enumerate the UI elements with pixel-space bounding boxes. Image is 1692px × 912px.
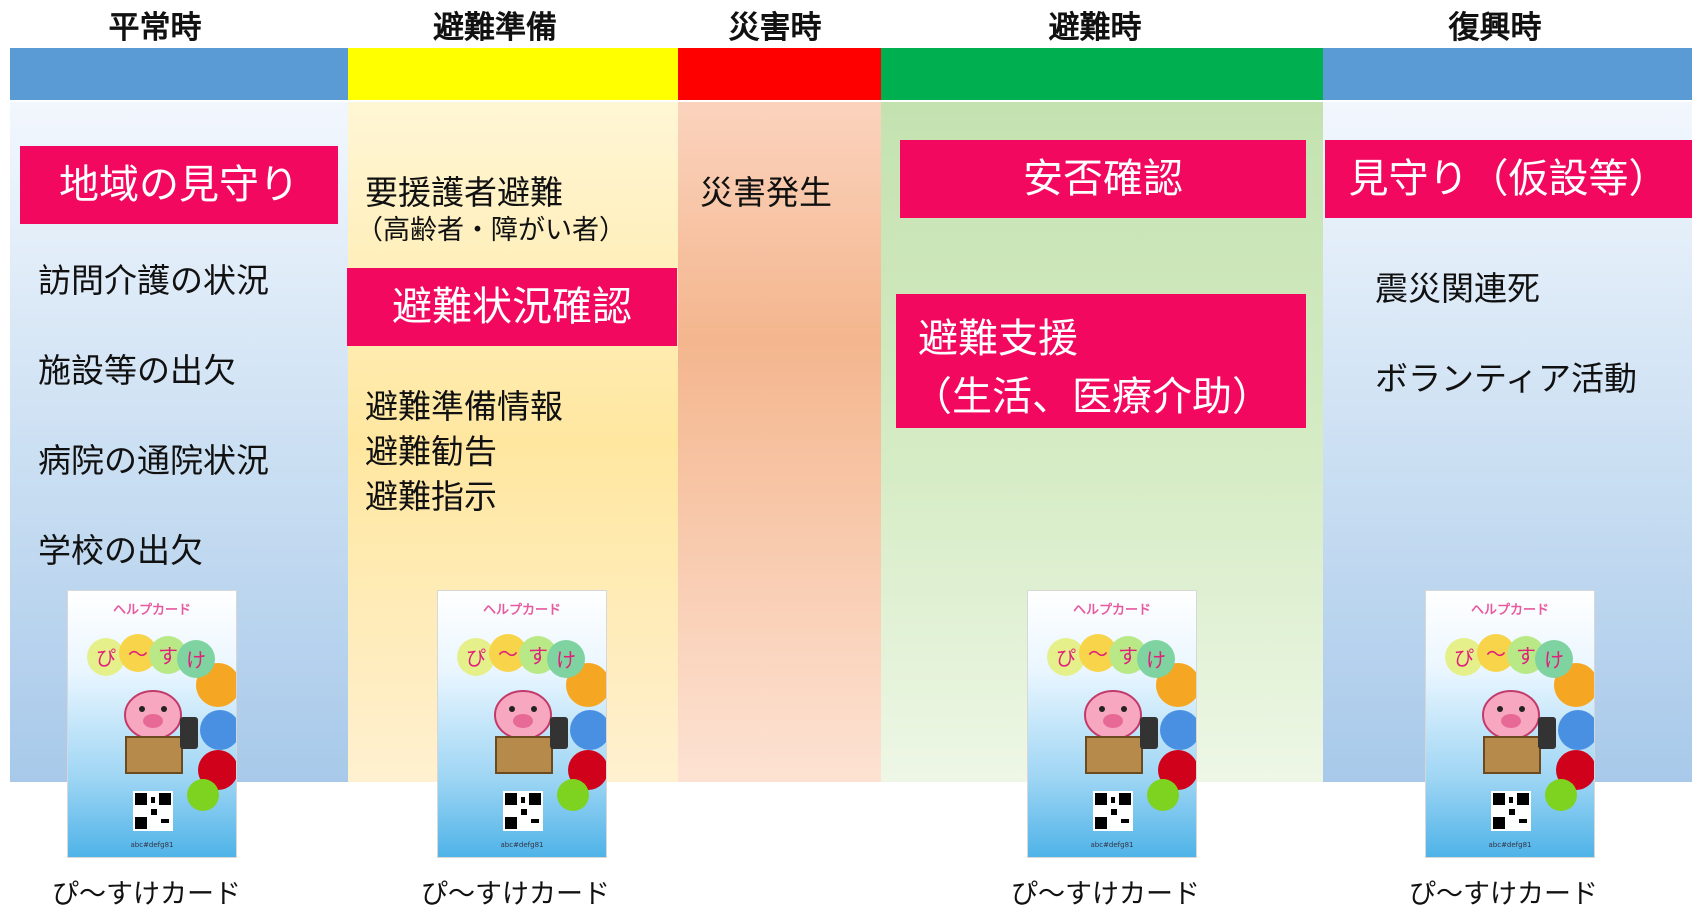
- logo-char: す: [528, 644, 548, 668]
- logo-char: け: [1544, 648, 1564, 672]
- logo-char: 〜: [498, 642, 518, 666]
- disaster-item: 災害発生: [700, 173, 832, 212]
- qr-code-icon: [503, 791, 543, 831]
- phase-header-normal: 平常時: [108, 10, 202, 46]
- help-card-title: ヘルプカード: [1470, 603, 1549, 618]
- logo-char: ぴ: [1056, 646, 1076, 670]
- qr-code-icon: [133, 791, 173, 831]
- prep-item-evacuee-sub: （高齢者・障がい者）: [356, 215, 626, 246]
- disaster-column: [678, 102, 881, 782]
- normal-item: 訪問介護の状況: [38, 261, 269, 300]
- help-card-illustration: ぴ 〜 す け: [1445, 634, 1594, 811]
- evac-highlight-support: 避難支援 （生活、医療介助）: [896, 294, 1306, 428]
- help-card: ヘルプカード ぴ 〜 す け abc#defg81: [67, 590, 237, 858]
- qr-code-icon: [1491, 791, 1531, 831]
- normal-highlight: 地域の見守り: [20, 146, 338, 224]
- help-card-illustration: ぴ 〜 す け: [1047, 634, 1196, 811]
- prep-item: 避難準備情報: [365, 387, 563, 426]
- logo-char: す: [158, 644, 178, 668]
- prep-item: 避難指示: [365, 477, 497, 516]
- recovery-bar: [1323, 48, 1692, 100]
- logo-char: す: [1516, 644, 1536, 668]
- help-card-code: abc#defg81: [1488, 841, 1532, 849]
- normal-bar: [10, 48, 348, 100]
- help-card: ヘルプカード ぴ 〜 す け abc#defg81: [437, 590, 607, 858]
- normal-item: 学校の出欠: [38, 531, 203, 570]
- help-card-code: abc#defg81: [500, 841, 544, 849]
- help-card: ヘルプカード ぴ 〜 す け abc#defg81: [1027, 590, 1197, 858]
- help-card-illustration: ぴ 〜 す け: [87, 634, 236, 811]
- card-caption: ぴ〜すけカード: [1011, 879, 1200, 910]
- logo-char: ぴ: [1454, 646, 1474, 670]
- help-card: ヘルプカード ぴ 〜 す け abc#defg81: [1425, 590, 1595, 858]
- recovery-item: ボランティア活動: [1375, 359, 1638, 398]
- qr-code-icon: [1093, 791, 1133, 831]
- phase-header-recovery: 復興時: [1448, 10, 1542, 46]
- help-card-title: ヘルプカード: [482, 603, 561, 618]
- phase-header-evac: 避難時: [1048, 10, 1142, 46]
- help-card-title: ヘルプカード: [112, 603, 191, 618]
- logo-char: け: [1146, 648, 1166, 672]
- logo-char: ぴ: [96, 646, 116, 670]
- logo-char: ぴ: [466, 646, 486, 670]
- normal-item: 施設等の出欠: [38, 351, 236, 390]
- prep-item-evacuee: 要援護者避難: [365, 173, 563, 212]
- recovery-item: 震災関連死: [1375, 269, 1540, 308]
- phase-header-prep: 避難準備: [433, 10, 557, 46]
- help-card-code: abc#defg81: [1090, 841, 1134, 849]
- recovery-highlight: 見守り（仮設等）: [1325, 140, 1692, 218]
- evac-bar: [881, 48, 1323, 100]
- help-card-code: abc#defg81: [130, 841, 174, 849]
- prep-bar: [348, 48, 678, 100]
- logo-char: 〜: [1088, 642, 1108, 666]
- card-caption: ぴ〜すけカード: [421, 879, 610, 910]
- prep-highlight: 避難状況確認: [347, 268, 677, 346]
- logo-char: け: [556, 648, 576, 672]
- logo-char: 〜: [1486, 642, 1506, 666]
- logo-char: 〜: [128, 642, 148, 666]
- card-caption: ぴ〜すけカード: [52, 879, 241, 910]
- evac-highlight-safety: 安否確認: [900, 140, 1306, 218]
- help-card-illustration: ぴ 〜 す け: [457, 634, 606, 811]
- evac-support-line1: 避難支援: [918, 316, 1078, 362]
- phase-header-disaster: 災害時: [728, 10, 822, 46]
- prep-item: 避難勧告: [365, 432, 497, 471]
- logo-char: け: [186, 648, 206, 672]
- evac-support-line2: （生活、医療介助）: [912, 374, 1272, 420]
- logo-char: す: [1118, 644, 1138, 668]
- disaster-bar: [678, 48, 881, 100]
- help-card-title: ヘルプカード: [1072, 603, 1151, 618]
- card-caption: ぴ〜すけカード: [1409, 879, 1598, 910]
- normal-item: 病院の通院状況: [38, 441, 269, 480]
